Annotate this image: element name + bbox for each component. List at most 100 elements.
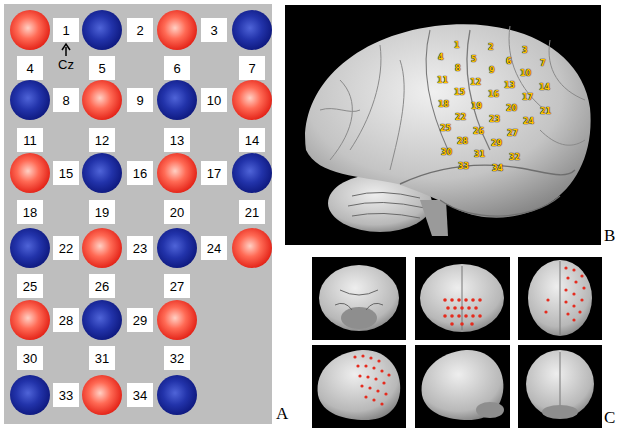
electrode-number-box: 29 <box>127 308 153 332</box>
electrode-number: 12 <box>470 79 481 87</box>
electrode-number-box: 34 <box>127 383 153 407</box>
channel-number: 12 <box>95 134 109 147</box>
electrode-number: 34 <box>492 165 503 173</box>
electrode-number: 11 <box>437 77 448 85</box>
channel-number: 32 <box>170 352 184 365</box>
electrode-number-box: 23 <box>127 236 153 260</box>
electrode-number-box: 25 <box>17 274 43 298</box>
electrode-number-box: 1 <box>53 18 79 42</box>
channel-number: 20 <box>170 206 184 219</box>
electrode-number: 19 <box>471 103 482 111</box>
channel-number: 16 <box>133 167 147 180</box>
channel-number: 10 <box>207 94 221 107</box>
electrode-number-box: 28 <box>53 308 79 332</box>
electrode-number: 32 <box>509 154 520 162</box>
electrode-number: 17 <box>522 94 533 102</box>
channel-number: 13 <box>170 134 184 147</box>
electrode-number: 33 <box>458 163 469 171</box>
electrode-number: 2 <box>488 44 494 52</box>
channel-number: 4 <box>26 62 33 75</box>
electrode-number: 14 <box>539 84 550 92</box>
electrode-number-box: 27 <box>164 274 190 298</box>
electrode-number-box: 24 <box>201 236 227 260</box>
electrode-number-box: 21 <box>239 200 265 224</box>
electrode-reference-label: Cz <box>58 58 74 71</box>
electrode-number: 10 <box>520 70 531 78</box>
channel-number: 26 <box>95 280 109 293</box>
channel-number: 31 <box>95 352 109 365</box>
electrode-number-box: 19 <box>89 200 115 224</box>
electrode-number: 7 <box>540 60 546 68</box>
electrode-number-box: 10 <box>201 88 227 112</box>
panel-a-ground <box>4 4 272 424</box>
channel-number: 22 <box>59 242 73 255</box>
electrode-number-box: 4 <box>17 56 43 80</box>
electrode-number: 23 <box>489 116 500 124</box>
electrode-number: 9 <box>489 67 495 75</box>
electrode-number: 21 <box>540 108 551 116</box>
channel-number: 3 <box>210 24 217 37</box>
electrode-number-box: 32 <box>164 346 190 370</box>
channel-number: 7 <box>248 62 255 75</box>
electrode-number-box: 17 <box>201 161 227 185</box>
channel-number: 29 <box>133 314 147 327</box>
panel-letter: A <box>276 405 288 422</box>
brain-lateral-view <box>305 24 590 236</box>
channel-number: 19 <box>95 206 109 219</box>
brain-views <box>312 257 602 428</box>
electrode-number-box: 33 <box>53 383 79 407</box>
panel-letter: C <box>604 409 615 426</box>
electrode-number-box: 9 <box>127 88 153 112</box>
electrode-number-box: 15 <box>53 161 79 185</box>
channel-number: 25 <box>23 280 37 293</box>
electrode-number: 27 <box>507 130 518 138</box>
electrode-number-box: 22 <box>53 236 79 260</box>
electrode-number-box: 16 <box>127 161 153 185</box>
channel-number: 14 <box>245 134 259 147</box>
electrode-number-box: 8 <box>53 88 79 112</box>
electrode-number-box: 13 <box>164 128 190 152</box>
channel-number: 34 <box>133 389 147 402</box>
electrode-number: 29 <box>491 140 502 148</box>
electrode-number: 28 <box>457 138 468 146</box>
channel-number: 15 <box>59 167 73 180</box>
electrode-number: 4 <box>438 54 444 62</box>
electrode-number: 20 <box>506 105 517 113</box>
cz-arrow <box>62 44 70 56</box>
electrode-number: 18 <box>438 101 449 109</box>
channel-number: 27 <box>170 280 184 293</box>
channel-number: 23 <box>133 242 147 255</box>
electrode-number: 5 <box>471 56 477 64</box>
electrode-number-box: 7 <box>239 56 265 80</box>
electrode-number-box: 12 <box>89 128 115 152</box>
panel-b-ground <box>285 5 601 245</box>
electrode-number: 6 <box>506 58 512 66</box>
electrode-number-box: 18 <box>17 200 43 224</box>
electrode-number: 13 <box>504 82 515 90</box>
channel-number: 24 <box>207 242 221 255</box>
electrode-number-box: 20 <box>164 200 190 224</box>
channel-number: 9 <box>136 94 143 107</box>
electrode-number-box: 14 <box>239 128 265 152</box>
channel-number: 28 <box>59 314 73 327</box>
channel-number: 17 <box>207 167 221 180</box>
channel-number: 6 <box>173 62 180 75</box>
electrode-number: 1 <box>454 42 460 50</box>
channel-number: 30 <box>23 352 37 365</box>
channel-number: 11 <box>23 134 37 147</box>
electrode-number-box: 3 <box>201 18 227 42</box>
electrode-number: 15 <box>454 89 465 97</box>
electrode-number: 30 <box>441 149 452 157</box>
channel-number: 21 <box>245 206 259 219</box>
electrode-number-box: 26 <box>89 274 115 298</box>
channel-number: 18 <box>23 206 37 219</box>
electrode-number-box: 31 <box>89 346 115 370</box>
electrode-number: 26 <box>473 128 484 136</box>
channel-number: 5 <box>98 62 105 75</box>
channel-number: 2 <box>136 24 143 37</box>
electrode-number: 31 <box>474 151 485 159</box>
electrode-number: 22 <box>455 114 466 122</box>
electrode-number: 25 <box>440 125 451 133</box>
electrode-number-box: 6 <box>164 56 190 80</box>
